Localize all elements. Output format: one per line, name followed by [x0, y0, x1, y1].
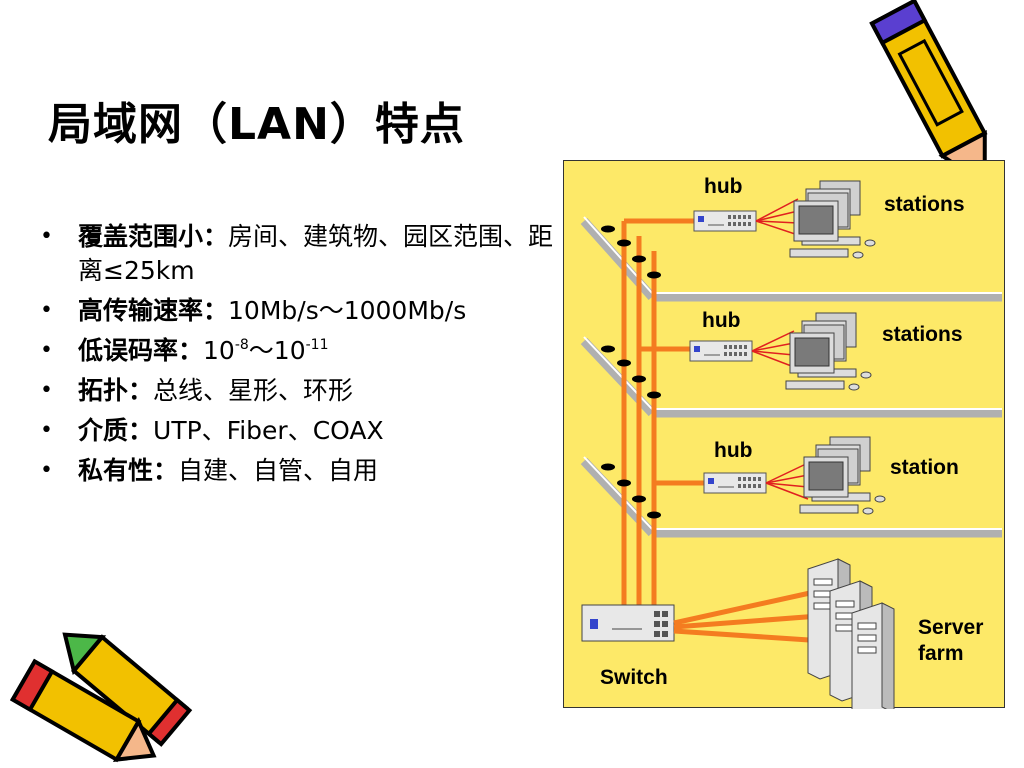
hub-icon: [693, 210, 757, 232]
stations-label: stations: [884, 193, 965, 216]
pencil-icon-bottom-left-1: [62, 632, 193, 747]
hub-icon: [703, 472, 767, 494]
list-item: •介质：UTP、Fiber、COAX: [40, 416, 384, 445]
stations-label: stations: [882, 323, 963, 346]
hub-label: hub: [714, 439, 753, 462]
feature-list: •覆盖范围小：房间、建筑物、园区范围、距离≤25km •高传输速率：10Mb/s…: [40, 220, 560, 494]
station-label: station: [890, 456, 959, 479]
server-icon: [851, 602, 895, 709]
lan-diagram-graphic: [580, 180, 1002, 709]
cable-ends: [601, 225, 661, 519]
switch-icon: [581, 604, 675, 642]
station-links: [751, 198, 809, 500]
list-item: •覆盖范围小：房间、建筑物、园区范围、距离≤25km: [40, 222, 554, 285]
switch-label: Switch: [600, 666, 668, 689]
hub-icon: [689, 340, 753, 362]
pencil-icon-bottom-left-2: [9, 658, 157, 763]
server-farm-label: Server farm: [918, 616, 984, 665]
hub-label: hub: [704, 175, 743, 198]
list-item: •拓扑：总线、星形、环形: [40, 376, 354, 405]
lan-diagram: hub stations hub stations hub station Sw…: [563, 160, 1005, 709]
hub-label: hub: [702, 309, 741, 332]
page-title: 局域网（LAN）特点: [48, 99, 465, 150]
list-item: •私有性：自建、自管、自用: [40, 456, 379, 485]
list-item: •低误码率：10-8～10-11: [40, 336, 329, 365]
list-item: •高传输速率：10Mb/s～1000Mb/s: [40, 296, 467, 325]
riser-cables: [621, 218, 704, 616]
